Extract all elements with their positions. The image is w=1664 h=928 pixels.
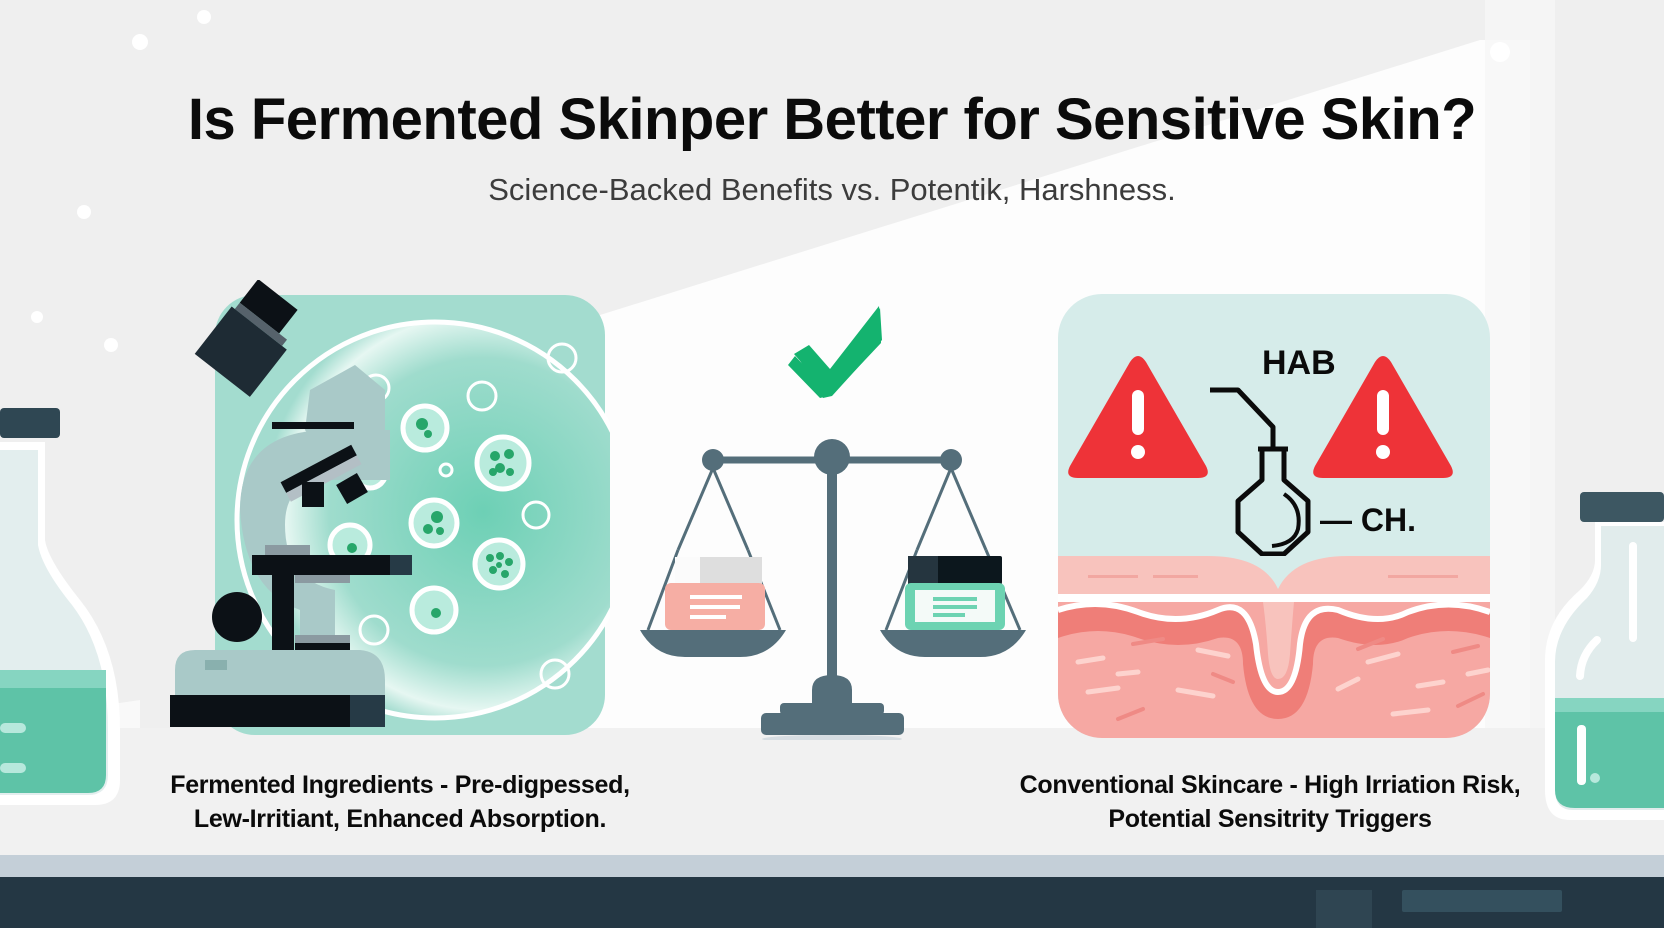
conventional-caption: Conventional Skincare - High Irriation R… [990, 768, 1550, 836]
skin-irritation-panel: HAB — CH. [1058, 294, 1490, 738]
fermented-jar [905, 556, 1005, 630]
page-title: Is Fermented Skinper Better for Sensitiv… [187, 87, 1477, 152]
chem-label-right: — CH. [1320, 502, 1416, 538]
chemical-flask-icon [1210, 387, 1311, 557]
fermented-caption-line2: Lew-Irritiant, Enhanced Absorption. [193, 805, 607, 833]
skin-cross-section [1058, 556, 1490, 738]
conventional-jar [665, 557, 765, 630]
fermented-caption: Fermented Ingredients - Pre-digpessed, L… [130, 768, 670, 836]
chem-label-top: HAB [1262, 344, 1336, 382]
balance-scale-panel [640, 306, 1026, 740]
right-flask-icon [1545, 492, 1664, 820]
left-flask-icon [0, 408, 120, 805]
microscope-panel [170, 280, 610, 735]
conventional-caption-line1: Conventional Skincare - High Irriation R… [1019, 771, 1521, 799]
conventional-caption-line2: Potential Sensitrity Triggers [1108, 805, 1432, 833]
counter-detail [1402, 890, 1562, 912]
counter-detail [1316, 890, 1372, 928]
balance-scale-icon [640, 439, 1026, 735]
countertop-base [0, 877, 1664, 928]
page-subtitle: Science-Backed Benefits vs. Potentik, Ha… [488, 172, 1176, 207]
fermented-caption-line1: Fermented Ingredients - Pre-digpessed, [170, 771, 630, 799]
